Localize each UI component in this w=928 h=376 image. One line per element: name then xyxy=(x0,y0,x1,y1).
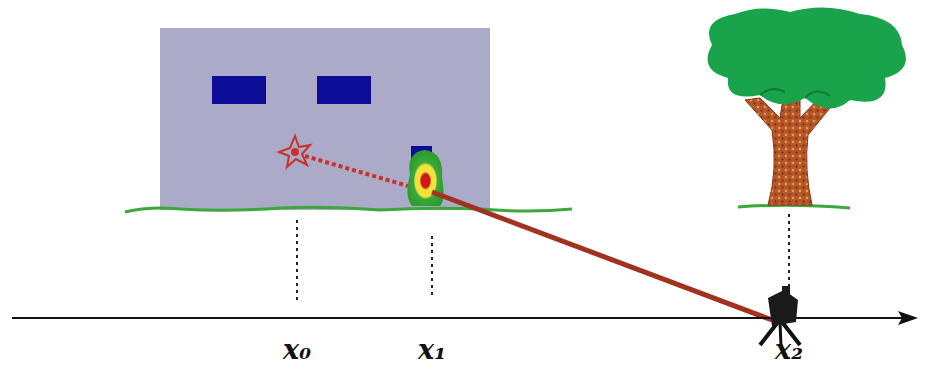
grass xyxy=(125,207,572,212)
guide-line xyxy=(431,236,433,296)
axis-position-label: x₂ xyxy=(775,336,803,363)
tree-crown xyxy=(708,7,906,108)
guide-line xyxy=(296,220,298,302)
window xyxy=(317,76,371,104)
hidden-ray xyxy=(305,156,408,186)
window xyxy=(212,76,266,104)
axis-arrow xyxy=(898,311,918,325)
visible-ray xyxy=(432,192,772,320)
scatter-spot xyxy=(407,150,443,206)
guide-line xyxy=(788,214,790,286)
source-star xyxy=(279,136,310,167)
grass xyxy=(738,205,850,208)
axis-position-label: x₁ xyxy=(418,336,446,363)
building xyxy=(160,28,490,210)
axis-position-label: x₀ xyxy=(283,336,311,363)
